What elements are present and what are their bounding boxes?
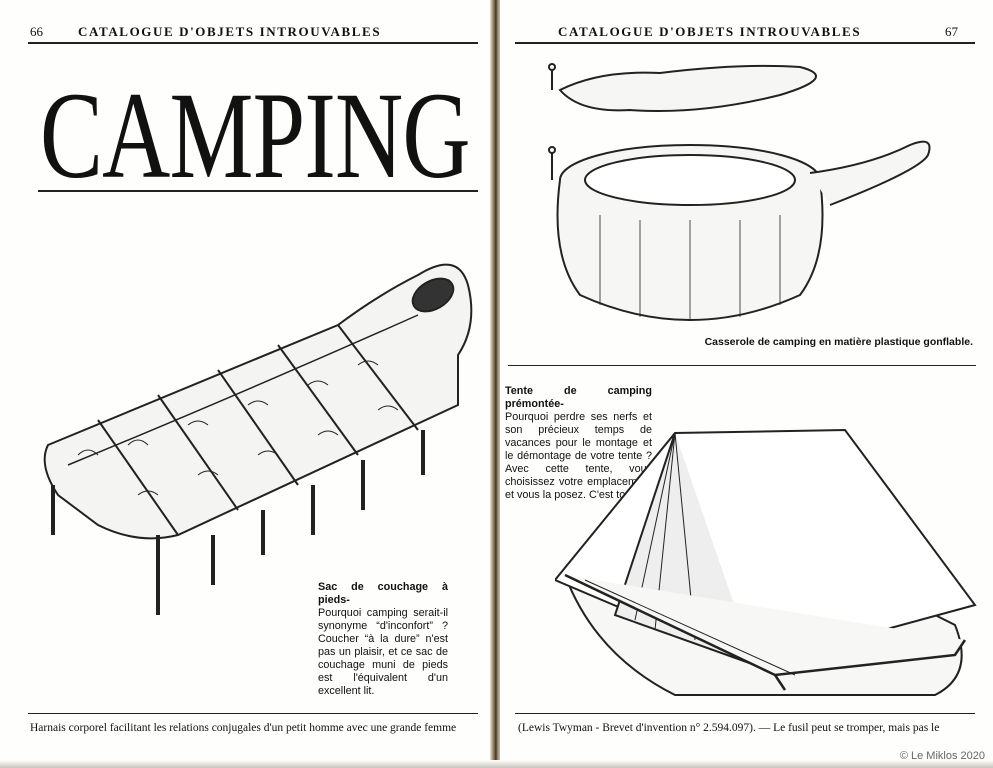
pre-assembled-tent-illustration [555,428,977,696]
page-edge-shadow [0,760,993,768]
book-gutter [490,0,502,768]
copyright-watermark: © Le Miklos 2020 [899,750,985,762]
title-rule [38,190,478,192]
saucepan-caption: Casserole de camping en matière plastiqu… [704,336,973,348]
tent-description: Tente de camping prémontée- Pourquoi per… [505,385,652,502]
footer-rule [515,713,975,714]
sleeping-bag-illustration [43,263,473,615]
header-rule [28,42,478,44]
page-number: 67 [945,24,958,39]
running-header: CATALOGUE D'OBJETS INTROUVABLES [558,24,862,39]
page-title: CAMPING [40,66,471,205]
right-page: CATALOGUE D'OBJETS INTROUVABLES 67 Casse… [500,0,993,768]
section-rule [508,365,976,366]
sleeping-bag-description: Sac de couchage à pieds- Pourquoi campin… [318,581,448,698]
footer-text: Harnais corporel facilitant les relation… [30,722,457,734]
sleeping-bag-heading: Sac de couchage à pieds- [318,581,448,606]
running-header: CATALOGUE D'OBJETS INTROUVABLES [78,24,382,39]
inflatable-saucepan-illustration [548,63,931,321]
sleeping-bag-text: Pourquoi camping serait-il synonyme “d'i… [318,607,448,697]
left-page: 66 CATALOGUE D'OBJETS INTROUVABLES CAMPI… [0,0,493,768]
tent-heading: Tente de camping prémontée- [505,385,652,410]
footer-text: (Lewis Twyman - Brevet d'invention n° 2.… [518,722,940,734]
header-rule [515,42,975,44]
tent-text: Pourquoi perdre ses nerfs et son précieu… [505,411,652,501]
page-number: 66 [30,24,43,39]
footer-rule [28,713,478,714]
